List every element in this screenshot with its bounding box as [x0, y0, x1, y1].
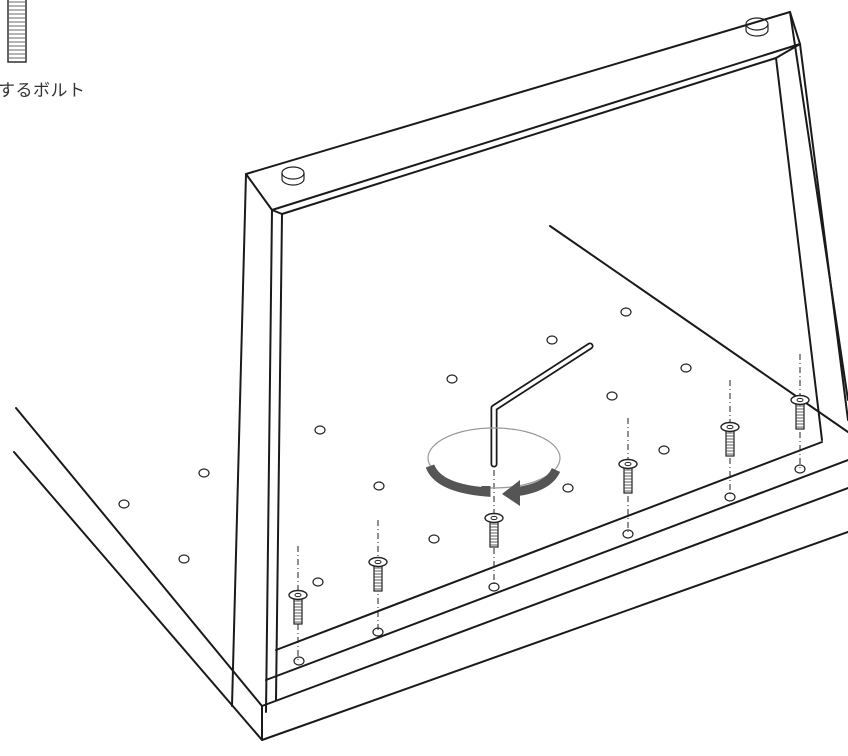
hole-icon	[428, 534, 440, 544]
hole-icon	[620, 307, 632, 317]
hole-icon	[606, 391, 618, 401]
bolt-icon	[484, 470, 504, 585]
bolt-group	[288, 354, 810, 660]
hole-icon	[622, 529, 634, 539]
hole-icon	[794, 464, 806, 474]
hole-icon	[373, 481, 385, 491]
hole-icon	[178, 554, 190, 564]
hole-icon	[293, 656, 305, 666]
hole-icon	[658, 445, 670, 455]
hole-icon	[118, 499, 130, 509]
hole-icon	[724, 492, 736, 502]
hex-key-icon	[490, 342, 594, 468]
bolt-icon	[720, 380, 740, 496]
tabletop-plate	[13, 225, 848, 741]
bolt-icon	[618, 418, 638, 533]
bolt-icon	[368, 520, 388, 630]
bolt-caption: するボルト	[0, 81, 86, 101]
legend-bolt-icon	[7, 0, 27, 63]
hole-icon	[546, 335, 558, 345]
mounting-holes	[118, 307, 806, 666]
rotation-arrow-icon	[425, 427, 561, 506]
bolt-icon	[790, 354, 810, 468]
hole-icon	[198, 468, 210, 478]
hole-icon	[562, 483, 574, 493]
hole-icon	[312, 577, 324, 587]
hole-icon	[488, 582, 500, 592]
hole-icon	[446, 374, 458, 384]
bolt-icon	[288, 546, 308, 660]
hole-icon	[680, 363, 692, 373]
hole-icon	[314, 425, 326, 435]
leg-frame	[231, 11, 848, 713]
